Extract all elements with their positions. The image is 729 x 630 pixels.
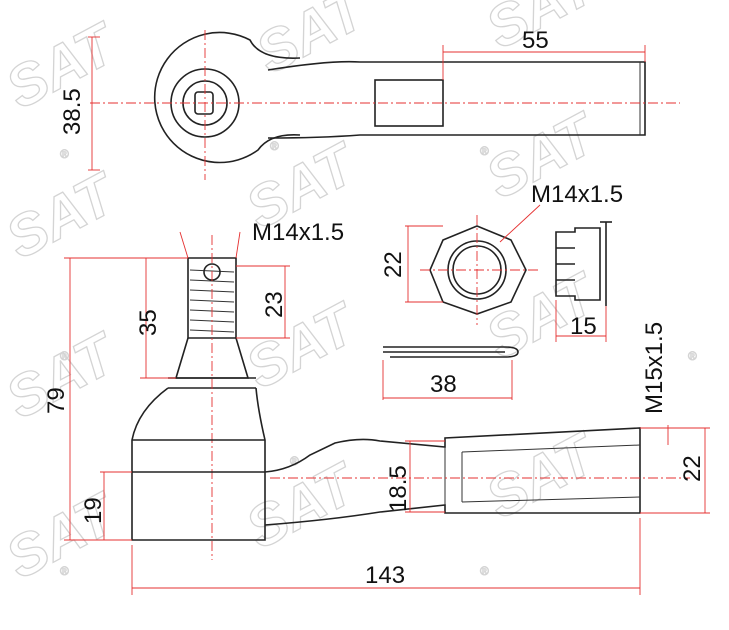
shank-length-label: 55 [522, 27, 549, 54]
registered-mark: ® [60, 147, 69, 161]
neck-dia-label: 18.5 [385, 465, 412, 512]
stud-length-label: 35 [135, 309, 162, 336]
nut-across-flats-label: 22 [380, 251, 407, 278]
socket-thread [461, 444, 641, 453]
castle-nut-front [405, 204, 541, 325]
cotter-pin [382, 346, 519, 400]
body-height-label: 19 [80, 497, 107, 524]
side-dimensions [64, 231, 710, 595]
overall-height-label: 79 [43, 387, 70, 414]
thread-length-label: 23 [261, 291, 288, 318]
leader-line [499, 204, 541, 243]
leader-line [235, 231, 241, 259]
stud-thread-label: M14x1.5 [252, 219, 344, 246]
socket-thread [461, 496, 641, 503]
registered-mark: ® [290, 454, 299, 468]
stud-view [168, 235, 256, 560]
watermark-logo: SAT [476, 420, 609, 532]
top-view [88, 30, 680, 180]
castle-nut-side [555, 221, 612, 342]
overall-length-label: 143 [365, 562, 405, 589]
leader-line [179, 231, 189, 259]
registered-mark: ® [270, 139, 279, 153]
nut-height-label: 15 [570, 313, 597, 340]
arm-outline [264, 427, 641, 526]
registered-mark: ® [688, 349, 697, 363]
watermark-logo: SAT [236, 450, 369, 562]
eye-width-label: 38.5 [59, 88, 86, 135]
socket-thread-label: M15x1.5 [641, 322, 668, 414]
registered-mark: ® [480, 144, 489, 158]
pin-outline [383, 346, 519, 358]
pin-length-label: 38 [430, 371, 457, 398]
registered-mark: ® [480, 564, 489, 578]
watermark-logo: SAT [0, 160, 129, 272]
housing-view [131, 387, 690, 541]
watermark-logo: SAT [246, 0, 379, 86]
nut-thread-label: M14x1.5 [531, 181, 623, 208]
socket-dia-label: 22 [679, 455, 706, 482]
eye-outline [153, 31, 301, 164]
nut-side-outline [555, 227, 601, 301]
shank-outline [267, 60, 646, 139]
thread-line [189, 299, 235, 303]
watermark-logo: SAT [236, 290, 369, 402]
registered-mark: ® [60, 564, 69, 578]
registered-mark: ® [60, 349, 69, 363]
